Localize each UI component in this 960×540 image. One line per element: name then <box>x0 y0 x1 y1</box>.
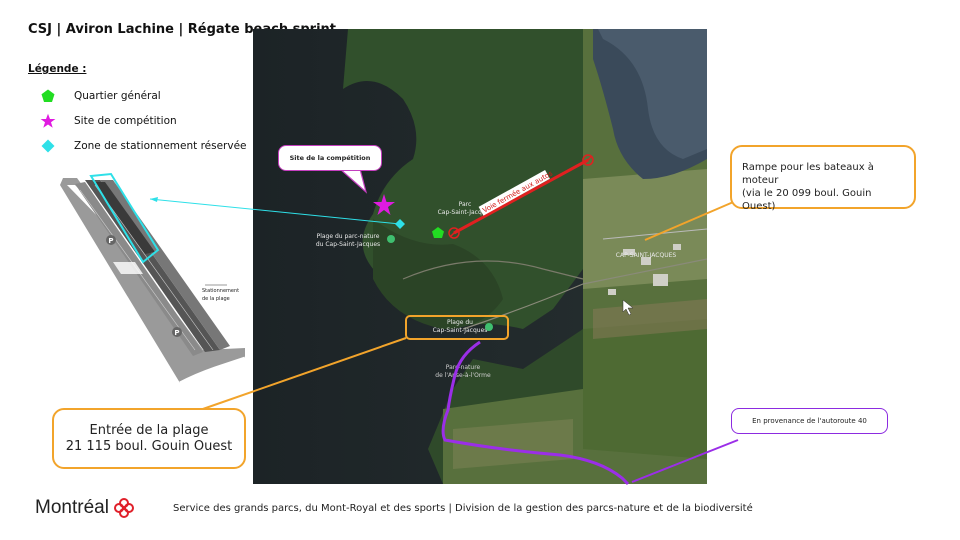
parking-sign-1: P <box>108 237 113 245</box>
pentagon-icon <box>41 89 55 102</box>
parking-inset-label-2: de la plage <box>202 296 230 302</box>
map-label-plage-parc-1: Plage du parc-nature <box>317 233 380 240</box>
legend-item-headquarters: Quartier général <box>40 88 161 104</box>
parking-inset-label-1: Stationnement <box>202 288 239 294</box>
diamond-icon <box>41 139 55 153</box>
map-label-park-2: Cap-Saint-Jacques <box>438 209 493 216</box>
boat-ramp-callout: Rampe pour les bateaux à moteur (via le … <box>730 145 916 212</box>
map-label-plage-parc-2: du Cap-Saint-Jacques <box>316 241 380 248</box>
map-canvas: Parc Cap-Saint-Jacques Plage du parc-nat… <box>253 29 707 484</box>
map-label-village: CAP-SAINT-JACQUES <box>616 252 677 259</box>
montreal-logo: Montréal <box>35 496 136 520</box>
beach-entrance-line2: 21 115 boul. Gouin Ouest <box>65 438 233 454</box>
map-label-arboretum-2: de l'Anse-à-l'Orme <box>435 372 491 379</box>
montreal-rosette-icon <box>113 498 134 518</box>
legend-item-parking: Zone de stationnement réservée <box>40 138 247 154</box>
competition-site-callout: Site de la compétition <box>278 145 382 171</box>
map-label-plage-cap-1: Plage du <box>447 319 473 326</box>
highway-40-callout: En provenance de l'autoroute 40 <box>731 408 888 434</box>
legend-label-competition: Site de compétition <box>74 115 177 127</box>
parking-inset-diagram: P P Stationnement de la plage <box>60 172 246 385</box>
map-label-park-1: Parc <box>459 201 472 208</box>
legend-title: Légende : <box>28 63 87 75</box>
star-icon <box>40 113 56 128</box>
map-label-plage-cap-2: Cap-Saint-Jacques <box>433 327 488 334</box>
legend-item-competition: Site de compétition <box>40 113 177 129</box>
map-label-arboretum-1: Parc-nature <box>446 364 481 371</box>
satellite-map[interactable]: Parc Cap-Saint-Jacques Plage du parc-nat… <box>253 29 707 484</box>
legend-label-parking: Zone de stationnement réservée <box>74 140 247 152</box>
footer-service-text: Service des grands parcs, du Mont-Royal … <box>173 503 753 514</box>
legend-label-headquarters: Quartier général <box>74 90 161 102</box>
beach-entrance-line1: Entrée de la plage <box>89 422 209 438</box>
parking-sign-2: P <box>174 329 179 337</box>
beach-entrance-callout: Entrée de la plage 21 115 boul. Gouin Ou… <box>52 408 246 469</box>
montreal-logo-text: Montréal <box>35 497 109 518</box>
